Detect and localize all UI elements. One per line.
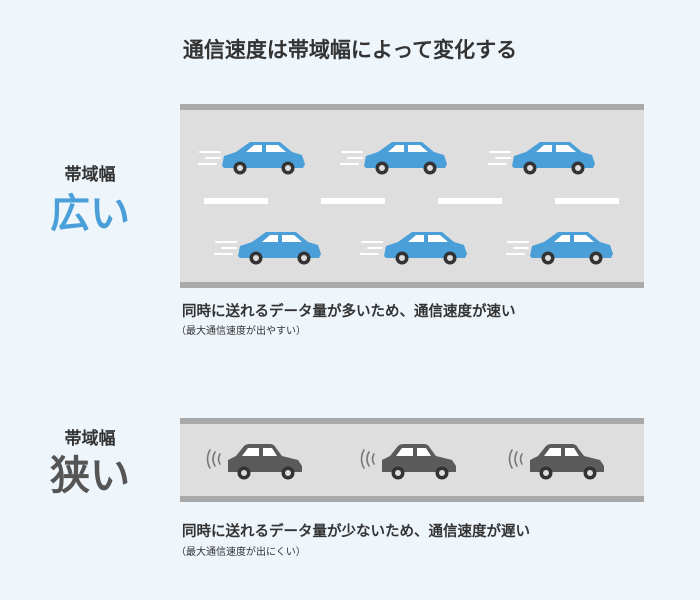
fast-car-icon: [198, 142, 305, 175]
slow-car-icon: [508, 444, 604, 480]
narrow-road: [180, 418, 644, 502]
lane-marking: [555, 198, 619, 204]
sound-waves-icon: [206, 449, 221, 469]
fast-car-icon: [214, 232, 321, 265]
fast-car-icon: [488, 142, 595, 175]
fast-car-icon: [340, 142, 447, 175]
sound-waves-icon: [508, 449, 523, 469]
wide-road: [180, 104, 644, 288]
narrow-bandwidth-label: 帯域幅: [64, 429, 116, 449]
lane-marking: [321, 198, 385, 204]
speed-lines-icon: [198, 151, 221, 165]
narrow-label: 狭い: [50, 453, 130, 499]
speed-lines-icon: [506, 241, 529, 255]
lane-marking: [438, 198, 502, 204]
sound-waves-icon: [360, 449, 375, 469]
slow-car-icon: [360, 444, 456, 480]
slow-car-icon: [206, 444, 302, 480]
fast-car-icon: [506, 232, 613, 265]
speed-lines-icon: [340, 151, 363, 165]
narrow-caption: 同時に送れるデータ量が少ないため、通信速度が遅い: [182, 524, 530, 540]
narrow-note: （最大通信速度が出にくい）: [176, 547, 306, 558]
speed-lines-icon: [360, 241, 383, 255]
wide-label: 広い: [50, 191, 130, 237]
speed-lines-icon: [214, 241, 237, 255]
lane-marking: [204, 198, 268, 204]
wide-caption: 同時に送れるデータ量が多いため、通信速度が速い: [182, 304, 516, 320]
fast-car-icon: [360, 232, 467, 265]
diagram-title: 通信速度は帯域幅によって変化する: [182, 38, 518, 62]
wide-note: （最大通信速度が出やすい）: [176, 326, 306, 337]
speed-lines-icon: [488, 151, 511, 165]
wide-bandwidth-label: 帯域幅: [64, 165, 116, 185]
